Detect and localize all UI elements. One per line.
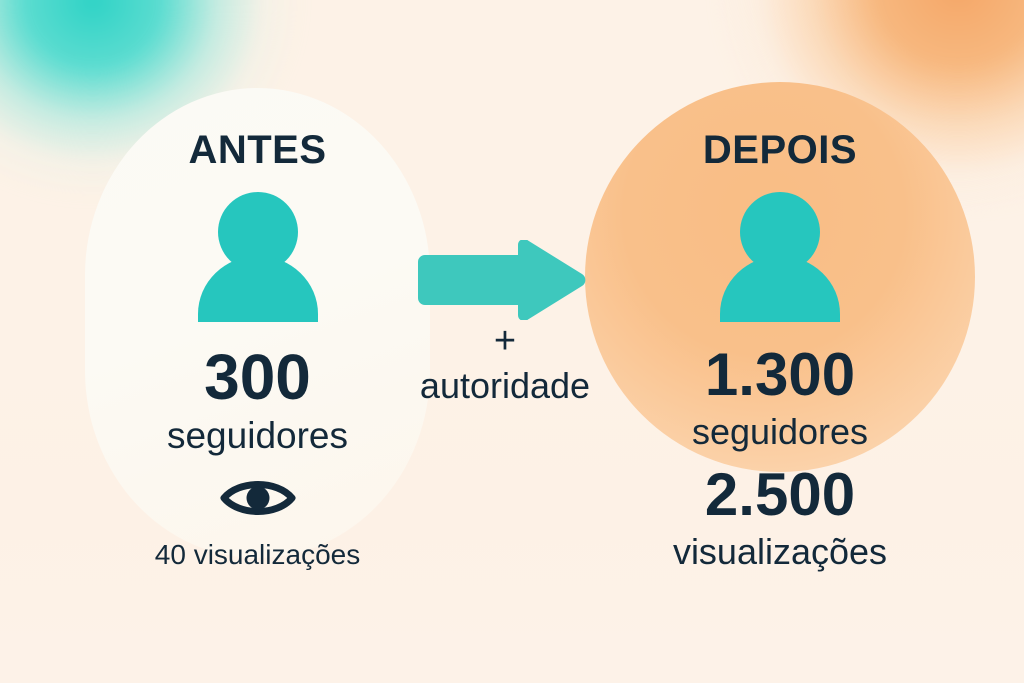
autoridade-caption: autoridade xyxy=(419,365,591,406)
after-column: DEPOIS 1.300 seguidores 2.500 visualizaç… xyxy=(580,130,980,571)
before-heading: ANTES xyxy=(188,128,327,172)
after-heading: DEPOIS xyxy=(702,128,858,172)
plus-sign: + xyxy=(493,320,517,362)
after-views-label: visualizações xyxy=(672,530,888,572)
person-icon xyxy=(710,192,850,327)
before-panel-shape xyxy=(85,88,430,558)
before-followers-label: seguidores xyxy=(166,415,348,456)
eye-icon xyxy=(219,474,297,527)
after-followers-count: 1.300 xyxy=(704,341,856,408)
person-icon xyxy=(188,192,328,327)
after-followers-label: seguidores xyxy=(691,411,869,452)
before-followers-count: 300 xyxy=(204,341,311,413)
arrow-right-icon xyxy=(410,238,590,322)
before-column: ANTES 300 seguidores 40 visualizações xyxy=(85,130,430,569)
before-views-text: 40 visualizações xyxy=(154,538,361,570)
after-views-count: 2.500 xyxy=(704,460,856,528)
